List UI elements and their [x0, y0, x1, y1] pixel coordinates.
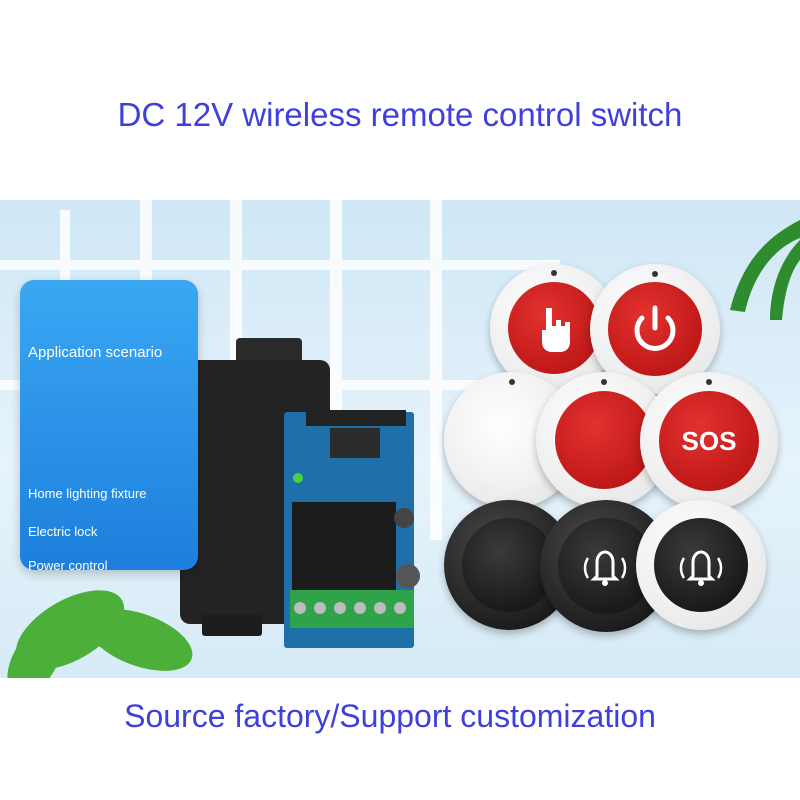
bell-icon — [679, 550, 723, 587]
panel-item-lock: Electric lock — [28, 524, 98, 539]
remote-sos-button: SOS — [640, 372, 778, 510]
sos-label: SOS — [681, 425, 737, 456]
remote-led — [706, 378, 712, 385]
panel-heading: Application scenario — [28, 344, 163, 361]
remote-led — [601, 378, 607, 385]
panel-item-lighting: Home lighting fixture — [28, 486, 147, 501]
remote-led — [551, 270, 557, 277]
panel-item-power: Power control — [28, 558, 108, 573]
remote-bell-white-ring — [636, 500, 766, 630]
background-scene — [0, 200, 800, 678]
application-panel: Application scenario Home lighting fixtu… — [20, 280, 198, 573]
remote-led — [509, 378, 515, 385]
bell-icon — [584, 550, 627, 587]
remote-led — [652, 270, 658, 277]
page-subtitle: Source factory/Support customization — [124, 698, 656, 734]
hand-icon — [541, 307, 570, 352]
page-title: DC 12V wireless remote control switch — [117, 96, 683, 133]
product-banner: Application scenario Home lighting fixtu… — [0, 200, 800, 678]
power-icon — [634, 305, 676, 352]
